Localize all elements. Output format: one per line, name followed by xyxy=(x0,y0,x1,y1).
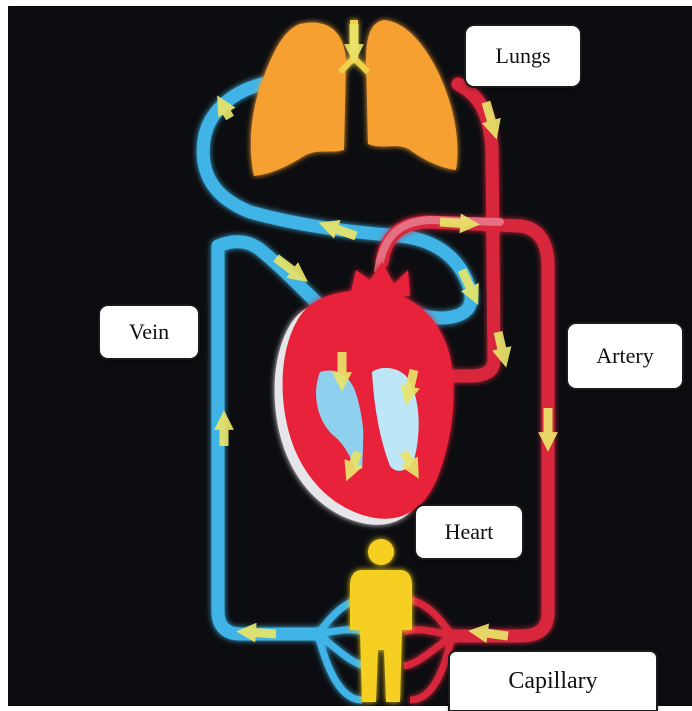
arrow-vein-bottom xyxy=(246,632,276,634)
arrow-artery-bottom xyxy=(478,632,508,636)
figure-head xyxy=(368,539,394,565)
label-heart: Heart xyxy=(416,506,522,558)
label-lungs: Lungs xyxy=(466,26,580,86)
arrow-artery-mid xyxy=(498,332,504,358)
label-capillary: Capillary xyxy=(450,652,656,710)
arrow-aorta-top xyxy=(440,222,470,224)
heart-septum xyxy=(364,368,367,470)
label-vein: Vein xyxy=(100,306,198,358)
arrow-heart-right xyxy=(408,370,414,396)
label-artery: Artery xyxy=(568,324,682,388)
